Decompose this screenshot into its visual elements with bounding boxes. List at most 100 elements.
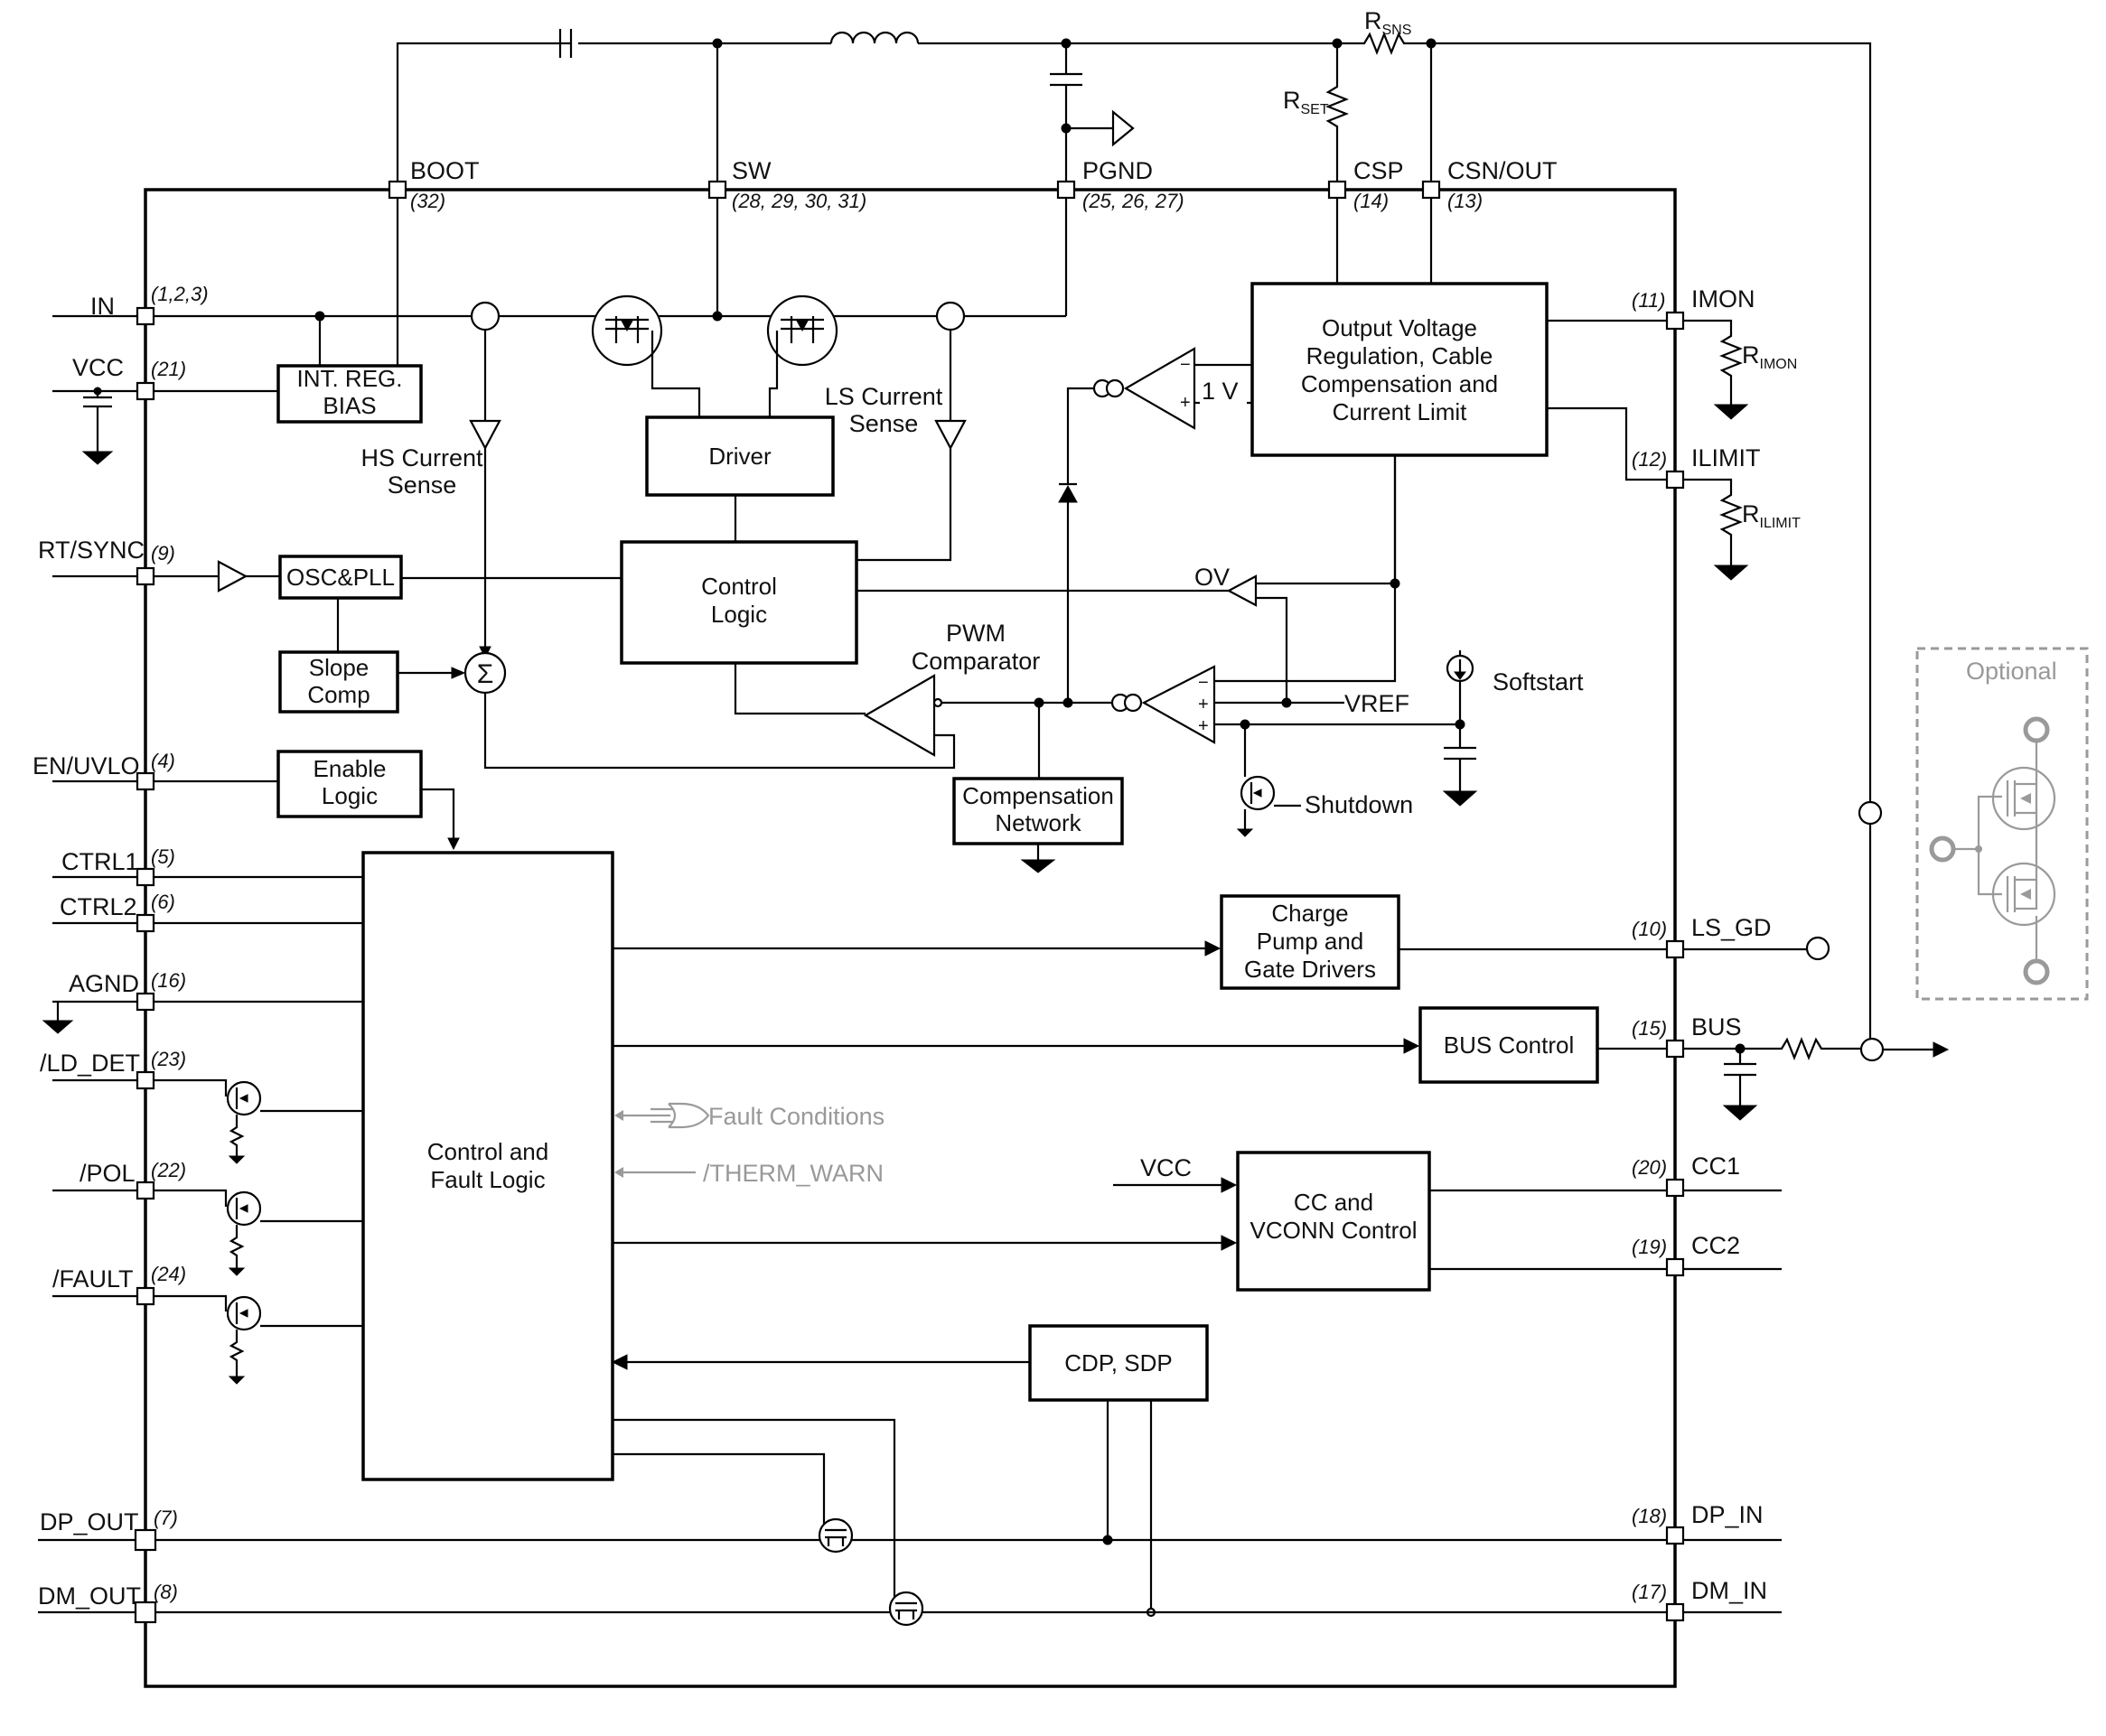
- pin-cc2[interactable]: [1665, 1257, 1685, 1277]
- left-pins: IN (1,2,3) VCC (21) RT/SYNC (9) EN/UVLO …: [33, 283, 209, 1624]
- int-reg-bias-block: [276, 364, 423, 424]
- rsns-label: RSNS: [1364, 7, 1411, 38]
- pin-ls-gd-name: LS_GD: [1691, 914, 1772, 941]
- pin-imon-num: (11): [1632, 289, 1666, 312]
- pin-ctrl2-name: CTRL2: [60, 893, 137, 920]
- pin-sw-name: SW: [732, 157, 772, 184]
- vref-label: VREF: [1344, 690, 1409, 717]
- bus-control-block: [1418, 1006, 1599, 1084]
- pin-pgnd-name: PGND: [1082, 157, 1153, 184]
- pin-fault-num: (24): [151, 1263, 186, 1285]
- ls-sense-buffer-icon: [934, 419, 967, 451]
- pin-dp-out-num: (7): [154, 1507, 178, 1529]
- pin-en-uvlo-num: (4): [151, 750, 175, 772]
- cdp-sdp-block: [1028, 1324, 1209, 1402]
- pin-rt-sync-name: RT/SYNC: [38, 537, 145, 564]
- out-terminal[interactable]: [1858, 800, 1883, 826]
- enable-logic-block: [276, 750, 423, 818]
- ea-plus2-sign: +: [1198, 716, 1209, 736]
- pin-rt-sync[interactable]: [136, 566, 155, 586]
- rilimit-label: RILIMIT: [1742, 500, 1801, 531]
- pin-csp[interactable]: [1327, 180, 1347, 200]
- pin-rt-sync-num: (9): [151, 542, 175, 565]
- pin-sw-num: (28, 29, 30, 31): [732, 190, 866, 212]
- pin-ctrl1[interactable]: [136, 867, 155, 887]
- pin-sw[interactable]: [707, 180, 727, 200]
- pin-pol[interactable]: [136, 1181, 155, 1200]
- pin-ld-det-name: /LD_DET: [40, 1050, 140, 1077]
- pin-pgnd[interactable]: [1056, 180, 1076, 200]
- pin-in[interactable]: [136, 306, 155, 326]
- optional-label: Optional: [1966, 658, 2057, 685]
- error-amp-icon: [1141, 665, 1216, 744]
- pin-pgnd-num: (25, 26, 27): [1082, 190, 1184, 212]
- control-fault-block: [361, 851, 614, 1481]
- pin-ls-gd[interactable]: [1665, 939, 1685, 959]
- pin-imon-name: IMON: [1691, 285, 1755, 313]
- pin-vcc-name: VCC: [72, 354, 124, 381]
- pin-pol-name: /POL: [80, 1160, 136, 1187]
- fault-fet-icon: [154, 1294, 363, 1385]
- pin-dp-in-num: (18): [1632, 1505, 1667, 1527]
- pin-ctrl2-num: (6): [151, 891, 175, 913]
- pin-boot-name: BOOT: [410, 157, 480, 184]
- current-limit-amp-icon: [1123, 347, 1196, 430]
- bus-control-label: BUS Control: [1444, 1031, 1575, 1059]
- pin-dp-in[interactable]: [1665, 1526, 1685, 1545]
- pin-pol-num: (22): [151, 1159, 186, 1181]
- fault-inputs: Fault Conditions /THERM_WARN: [614, 1102, 885, 1187]
- amp-plus-sign: +: [1180, 393, 1191, 413]
- ic-outline: [144, 188, 1677, 1688]
- pol-fet-icon: [154, 1189, 363, 1276]
- pin-dm-in[interactable]: [1665, 1602, 1685, 1622]
- pin-fault-name: /FAULT: [52, 1265, 134, 1293]
- optional-fets: Optional: [1915, 647, 2089, 1001]
- pin-vcc[interactable]: [136, 381, 155, 401]
- pin-boot[interactable]: [388, 180, 407, 200]
- bus-terminal[interactable]: [1859, 1037, 1885, 1062]
- ls-sense-node: [935, 301, 966, 331]
- output-reg-block: [1250, 282, 1549, 457]
- pin-dp-out-name: DP_OUT: [40, 1508, 139, 1535]
- pin-bus[interactable]: [1665, 1039, 1685, 1059]
- ov-label: OV: [1194, 564, 1230, 591]
- amp-minus-sign: −: [1180, 355, 1191, 375]
- pin-dm-out-num: (8): [154, 1581, 178, 1603]
- pin-imon[interactable]: [1665, 311, 1685, 331]
- pin-agnd[interactable]: [136, 992, 155, 1012]
- softstart-label: Softstart: [1493, 668, 1584, 695]
- ls-gd-terminal[interactable]: [1805, 936, 1830, 961]
- comp-network-block: [952, 777, 1124, 845]
- ea-plus1-sign: +: [1198, 695, 1209, 714]
- pin-fault[interactable]: [136, 1286, 155, 1306]
- pin-ilimit-name: ILIMIT: [1691, 444, 1761, 471]
- pin-cc1[interactable]: [1665, 1178, 1685, 1198]
- pin-en-uvlo[interactable]: [136, 771, 155, 791]
- ea-minus-sign: −: [1198, 673, 1209, 693]
- pin-ctrl1-num: (5): [151, 845, 175, 868]
- summer-symbol: Σ: [477, 659, 494, 689]
- pin-cc1-num: (20): [1632, 1156, 1667, 1179]
- pwm-comparator-icon: [863, 674, 936, 757]
- dp-switch-icon: [818, 1517, 854, 1554]
- pin-csn-out[interactable]: [1421, 180, 1441, 200]
- pin-ilimit[interactable]: [1665, 470, 1685, 490]
- pin-agnd-name: AGND: [69, 970, 139, 997]
- rimon-label: RIMON: [1742, 341, 1797, 372]
- ld-det-fet-icon: [154, 1078, 363, 1164]
- top-external-network: [396, 29, 1872, 1050]
- ilimit-resistor: [1683, 478, 1749, 581]
- pin-in-num: (1,2,3): [151, 283, 209, 305]
- pin-ctrl2[interactable]: [136, 913, 155, 933]
- pin-dp-in-name: DP_IN: [1691, 1501, 1764, 1528]
- pin-en-uvlo-name: EN/UVLO: [33, 752, 140, 779]
- charge-pump-block: [1220, 894, 1400, 990]
- pin-bus-num: (15): [1632, 1017, 1667, 1040]
